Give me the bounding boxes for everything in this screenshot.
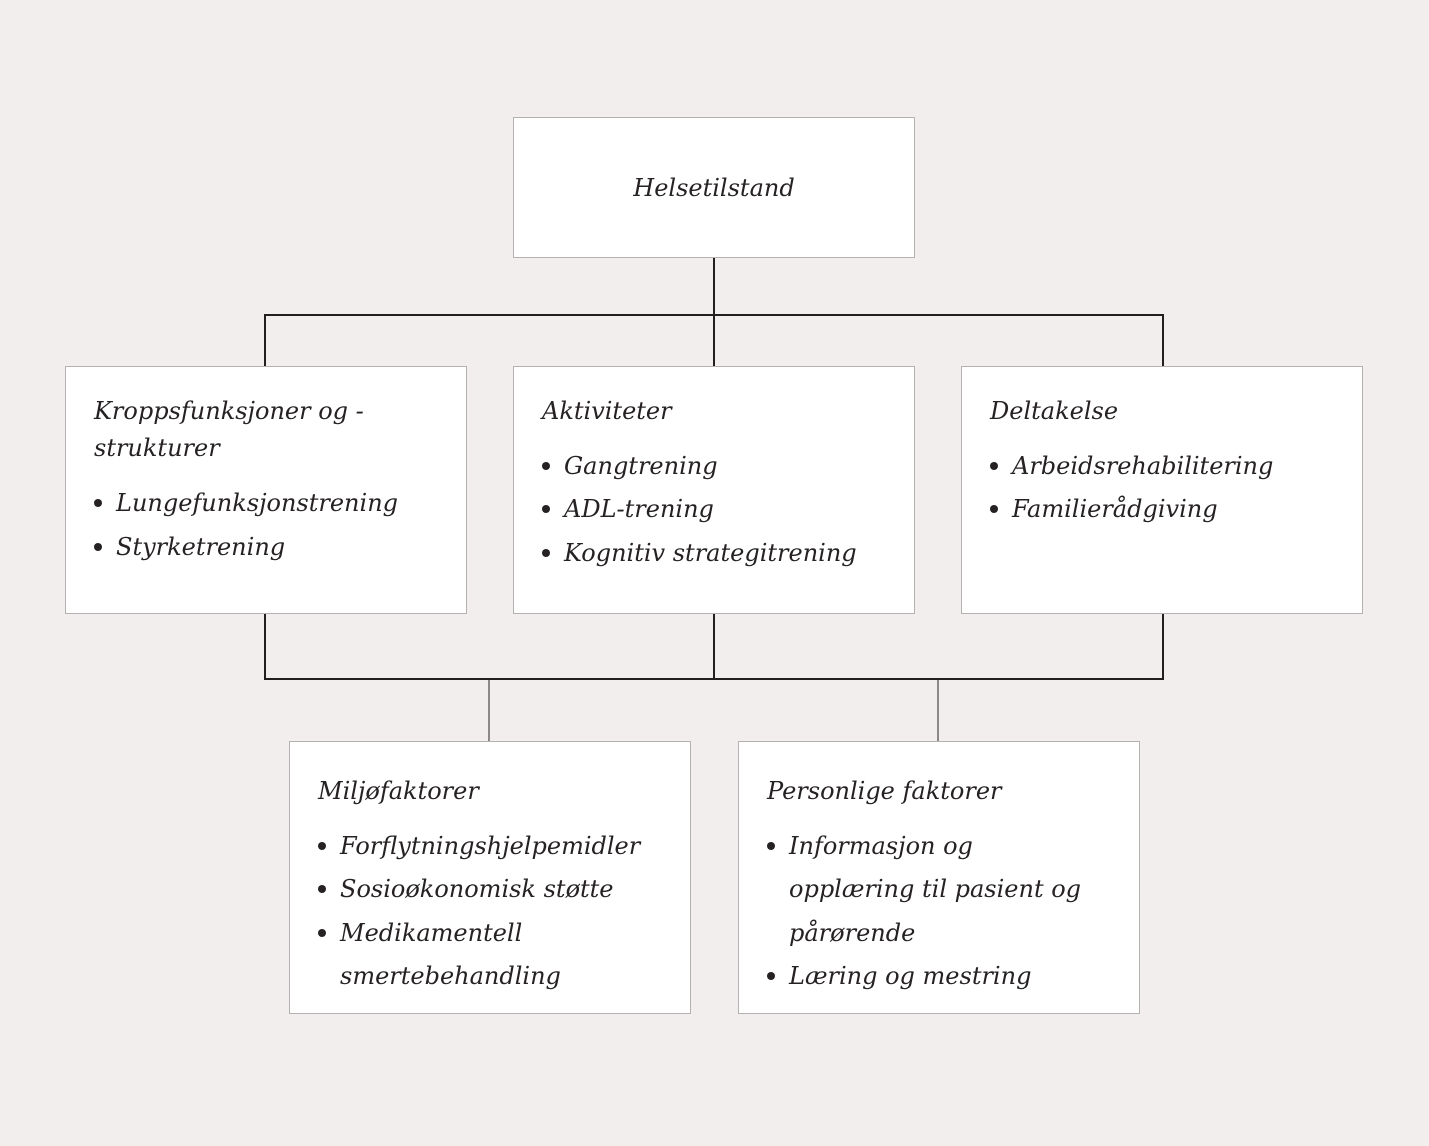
box-title: Miljøfaktorer xyxy=(318,777,479,805)
box-aktiviteter: Aktiviteter Gangtrening ADL-trening Kogn… xyxy=(513,366,915,614)
list-item: Kognitiv strategitrening xyxy=(542,532,894,575)
list-item: Familierådgiving xyxy=(990,488,1342,531)
bullet-dot-icon xyxy=(318,868,340,911)
list-item-text: ADL-trening xyxy=(564,495,714,524)
list-item: Gangtrening xyxy=(542,445,894,488)
connector-to-personlige-faktorer xyxy=(937,680,939,741)
list-item: ADL-trening xyxy=(542,488,894,531)
list-item-text: Arbeidsrehabilitering xyxy=(1012,452,1274,481)
bullet-dot-icon xyxy=(542,532,564,575)
box-content: Miljøfaktorer Forflytningshjelpemidler S… xyxy=(290,742,690,998)
list-item: Lungefunksjonstrening xyxy=(94,482,446,525)
bullet-dot-icon xyxy=(990,445,1012,488)
list-item: Medikamentell smertebehandling xyxy=(318,912,670,998)
connector-root-down xyxy=(713,258,715,315)
connector-to-aktiviteter xyxy=(713,314,715,366)
list-item: Læring og mestring xyxy=(767,955,1119,998)
box-title: Helsetilstand xyxy=(633,173,795,202)
list-item-text: Sosioøkonomisk støtte xyxy=(340,875,614,904)
connector-from-kroppsfunksjoner xyxy=(264,614,266,680)
box-helsetilstand: Helsetilstand xyxy=(513,117,915,258)
box-content: Kroppsfunksjoner og -strukturer Lungefun… xyxy=(66,367,466,569)
bullet-dot-icon xyxy=(767,825,789,955)
list-item: Styrketrening xyxy=(94,526,446,569)
box-title: Personlige faktorer xyxy=(767,777,1002,805)
bullet-dot-icon xyxy=(542,445,564,488)
list-item-text: Gangtrening xyxy=(564,452,718,481)
box-content: Deltakelse Arbeidsrehabilitering Familie… xyxy=(962,367,1362,532)
box-title: Kroppsfunksjoner og -strukturer xyxy=(94,397,364,463)
box-miljofaktorer: Miljøfaktorer Forflytningshjelpemidler S… xyxy=(289,741,691,1014)
connector-from-deltakelse xyxy=(1162,614,1164,680)
list-item-text: Forflytningshjelpemidler xyxy=(340,832,641,861)
bullet-dot-icon xyxy=(94,526,116,569)
connector-lower-horizontal xyxy=(264,678,1164,680)
list-item-text: Styrketrening xyxy=(116,532,286,561)
box-list: Gangtrening ADL-trening Kognitiv strateg… xyxy=(542,445,894,575)
list-item-text: Læring og mestring xyxy=(789,961,1032,990)
bullet-dot-icon xyxy=(542,488,564,531)
box-list: Arbeidsrehabilitering Familierådgiving xyxy=(990,445,1342,531)
box-content: Aktiviteter Gangtrening ADL-trening Kogn… xyxy=(514,367,914,575)
list-item-text: Lungefunksjonstrening xyxy=(116,489,399,518)
box-list: Lungefunksjonstrening Styrketrening xyxy=(94,482,446,568)
list-item-text: Kognitiv strategitrening xyxy=(564,538,857,567)
list-item: Sosioøkonomisk støtte xyxy=(318,868,670,911)
list-item: Informasjon og opplæring til pasient og … xyxy=(767,825,1119,955)
bullet-dot-icon xyxy=(318,912,340,998)
connector-to-miljofaktorer xyxy=(488,680,490,741)
box-list: Forflytningshjelpemidler Sosioøkonomisk … xyxy=(318,825,670,998)
box-content: Personlige faktorer Informasjon og opplæ… xyxy=(739,742,1139,998)
bullet-dot-icon xyxy=(767,955,789,998)
bullet-dot-icon xyxy=(94,482,116,525)
box-deltakelse: Deltakelse Arbeidsrehabilitering Familie… xyxy=(961,366,1363,614)
list-item: Arbeidsrehabilitering xyxy=(990,445,1342,488)
list-item-text: Medikamentell smertebehandling xyxy=(340,918,561,990)
box-personlige-faktorer: Personlige faktorer Informasjon og opplæ… xyxy=(738,741,1140,1014)
box-title: Deltakelse xyxy=(990,397,1119,425)
list-item-text: Informasjon og opplæring til pasient og … xyxy=(789,832,1082,947)
connector-from-aktiviteter xyxy=(713,614,715,680)
connector-to-kroppsfunksjoner xyxy=(264,314,266,366)
list-item-text: Familierådgiving xyxy=(1012,495,1218,524)
box-title: Aktiviteter xyxy=(542,397,672,425)
box-kroppsfunksjoner: Kroppsfunksjoner og -strukturer Lungefun… xyxy=(65,366,467,614)
bullet-dot-icon xyxy=(990,488,1012,531)
box-list: Informasjon og opplæring til pasient og … xyxy=(767,825,1119,998)
bullet-dot-icon xyxy=(318,825,340,868)
list-item: Forflytningshjelpemidler xyxy=(318,825,670,868)
connector-to-deltakelse xyxy=(1162,314,1164,366)
